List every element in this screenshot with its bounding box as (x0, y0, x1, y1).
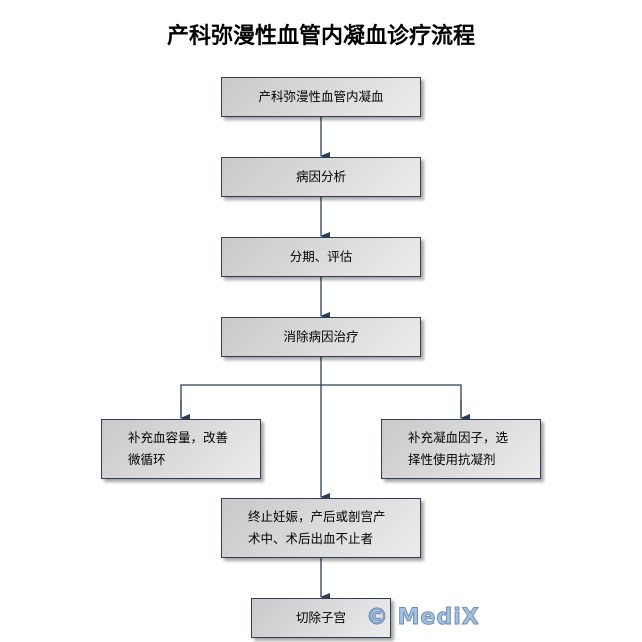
node-terminate: 终止妊娠，产后或剖宫产术中、术后出血不止者 (221, 498, 421, 558)
node-label: 切除子宫 (295, 610, 346, 625)
node-label: 消除病因治疗 (283, 329, 359, 344)
node-label: 补充血容量，改善微循环 (128, 430, 229, 467)
node-staging: 分期、评估 (221, 237, 421, 277)
node-label: 终止妊娠，产后或剖宫产术中、术后出血不止者 (248, 509, 386, 546)
node-treat-cause: 消除病因治疗 (221, 317, 421, 357)
watermark: © MediX (366, 605, 480, 631)
page-title: 产科弥漫性血管内凝血诊疗流程 (166, 23, 475, 49)
node-label: 病因分析 (295, 169, 346, 184)
node-label: 分期、评估 (289, 249, 353, 264)
node-volume: 补充血容量，改善微循环 (101, 419, 261, 479)
node-cause-analysis: 病因分析 (221, 157, 421, 197)
node-factors: 补充凝血因子，选择性使用抗凝剂 (381, 419, 541, 479)
node-label: 产科弥漫性血管内凝血 (258, 89, 384, 104)
node-label: 补充凝血因子，选择性使用抗凝剂 (408, 430, 509, 467)
node-hysterectomy: 切除子宫 (251, 598, 391, 638)
node-dic: 产科弥漫性血管内凝血 (221, 77, 421, 117)
